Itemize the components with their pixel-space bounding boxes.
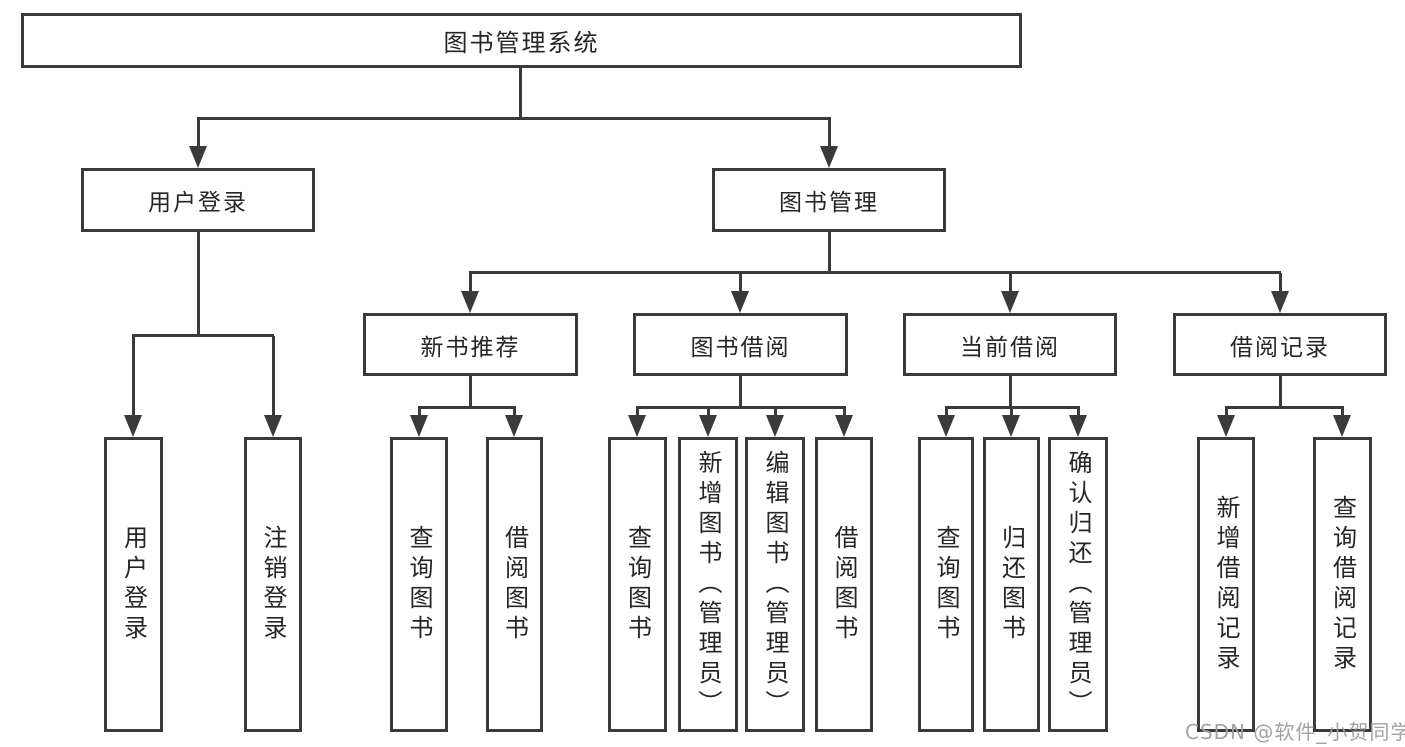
connector-line — [418, 406, 516, 409]
leaf-query-books-borrowing: 查询图书 — [608, 437, 667, 732]
arrowhead-down-icon — [731, 291, 749, 313]
connector-line — [519, 68, 522, 120]
node-label: 图书管理系统 — [443, 29, 600, 57]
node-label: 查询图书 — [932, 524, 960, 645]
node-label: 新增借阅记录 — [1212, 494, 1240, 675]
node-label: 注销登录 — [259, 524, 287, 645]
leaf-query-borrow-record: 查询借阅记录 — [1313, 437, 1372, 732]
connector-line — [513, 408, 516, 417]
connector-line — [1225, 408, 1228, 417]
node-new-book-recommend: 新书推荐 — [363, 313, 578, 376]
leaf-return-books: 归还图书 — [983, 437, 1040, 732]
connector-line — [197, 119, 200, 148]
node-label: 归还图书 — [997, 524, 1026, 645]
arrowhead-down-icon — [1333, 415, 1351, 437]
node-label: 借阅图书 — [830, 524, 858, 645]
connector-line — [1279, 376, 1282, 408]
connector-line — [1225, 406, 1344, 409]
node-book-borrowing: 图书借阅 — [633, 313, 848, 376]
node-borrow-records: 借阅记录 — [1173, 313, 1387, 376]
leaf-logout: 注销登录 — [244, 437, 302, 732]
leaf-query-books-current: 查询图书 — [918, 437, 974, 732]
connector-line — [1009, 376, 1012, 408]
arrowhead-down-icon — [699, 415, 717, 437]
leaf-borrow-books: 借阅图书 — [815, 437, 873, 732]
arrowhead-down-icon — [937, 415, 955, 437]
arrowhead-down-icon — [505, 415, 523, 437]
arrowhead-down-icon — [1271, 291, 1289, 313]
connector-line — [1009, 273, 1012, 293]
connector-line — [1077, 408, 1080, 417]
connector-line — [739, 273, 742, 293]
node-label: 新增图书（管理员） — [694, 449, 722, 720]
arrowhead-down-icon — [124, 415, 142, 437]
connector-line — [739, 376, 742, 408]
connector-line — [272, 336, 275, 415]
node-user-login: 用户登录 — [81, 168, 315, 232]
connector-line — [636, 406, 846, 409]
leaf-add-books-admin: 新增图书（管理员） — [678, 437, 738, 732]
node-label: 图书管理 — [779, 190, 879, 216]
connector-line — [197, 232, 200, 336]
connector-line — [945, 406, 1080, 409]
node-book-management: 图书管理 — [712, 168, 946, 232]
connector-line — [132, 336, 135, 415]
arrowhead-down-icon — [264, 415, 282, 437]
node-label: 借阅记录 — [1230, 334, 1330, 361]
node-label: 确认归还（管理员） — [1064, 449, 1092, 720]
leaf-confirm-return-admin: 确认归还（管理员） — [1048, 437, 1108, 732]
connector-line — [945, 408, 948, 417]
connector-line — [197, 117, 831, 120]
connector-line — [1341, 408, 1344, 417]
node-root-library-system: 图书管理系统 — [21, 13, 1022, 68]
arrowhead-down-icon — [835, 415, 853, 437]
arrowhead-down-icon — [1001, 291, 1019, 313]
connector-line — [843, 408, 846, 417]
node-label: 用户登录 — [119, 524, 148, 645]
node-label: 借阅图书 — [500, 524, 529, 645]
node-label: 新书推荐 — [420, 334, 521, 361]
arrowhead-down-icon — [1002, 415, 1020, 437]
connector-line — [707, 408, 710, 417]
connector-line — [469, 376, 472, 408]
node-label: 查询图书 — [623, 524, 652, 645]
node-label: 查询借阅记录 — [1328, 494, 1357, 675]
leaf-borrow-books-recommend: 借阅图书 — [486, 437, 543, 732]
connector-line — [774, 408, 777, 417]
connector-line — [636, 408, 639, 417]
connector-line — [1279, 273, 1282, 293]
node-label: 编辑图书（管理员） — [761, 449, 789, 720]
leaf-add-borrow-record: 新增借阅记录 — [1197, 437, 1255, 732]
node-current-borrowing: 当前借阅 — [903, 313, 1117, 376]
csdn-watermark: CSDN @软件_小贺同学 — [1185, 720, 1405, 744]
connector-line — [469, 273, 472, 293]
node-label: 图书借阅 — [690, 334, 791, 361]
node-label: 查询图书 — [405, 524, 433, 645]
arrowhead-down-icon — [766, 415, 784, 437]
arrowhead-down-icon — [820, 146, 838, 168]
arrowhead-down-icon — [1217, 415, 1235, 437]
connector-line — [1010, 408, 1013, 417]
arrowhead-down-icon — [410, 415, 428, 437]
arrowhead-down-icon — [461, 291, 479, 313]
connector-line — [828, 119, 831, 148]
leaf-user-login: 用户登录 — [104, 437, 163, 732]
arrowhead-down-icon — [189, 146, 207, 168]
node-label: 当前借阅 — [960, 334, 1060, 361]
leaf-query-books-recommend: 查询图书 — [390, 437, 448, 732]
connector-line — [418, 408, 421, 417]
arrowhead-down-icon — [628, 415, 646, 437]
connector-line — [469, 271, 1281, 274]
connector-line — [132, 334, 274, 337]
arrowhead-down-icon — [1069, 415, 1087, 437]
connector-line — [828, 232, 831, 274]
node-label: 用户登录 — [148, 190, 248, 216]
leaf-edit-books-admin: 编辑图书（管理员） — [745, 437, 805, 732]
